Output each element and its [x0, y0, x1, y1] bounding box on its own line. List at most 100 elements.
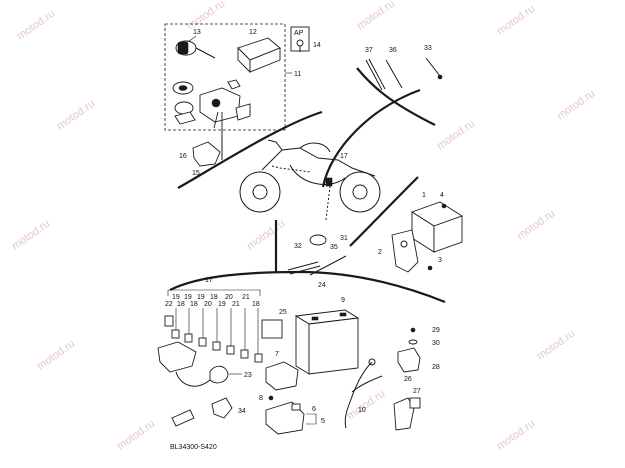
callout-18c: 18	[190, 301, 198, 308]
module-front	[249, 47, 281, 73]
watermark: motod.ru	[495, 3, 537, 38]
group-line-ignition	[177, 110, 323, 189]
watermark: motod.ru	[535, 328, 577, 363]
bracket-hole	[400, 240, 408, 248]
cap-hole	[178, 85, 188, 91]
band-35	[309, 255, 347, 276]
cable-tie-37	[365, 59, 383, 91]
watermark: motod.ru	[115, 418, 157, 453]
callout-16: 16	[179, 153, 187, 160]
callout-23: 23	[244, 372, 252, 379]
callout-3: 3	[438, 257, 442, 264]
main-switch	[199, 87, 241, 123]
harness-block	[325, 177, 333, 187]
callout-27: 27	[413, 388, 421, 395]
fuse	[240, 349, 249, 359]
callout-31: 31	[340, 235, 348, 242]
fuse	[198, 337, 207, 347]
callout-6: 6	[312, 406, 316, 413]
handlebar	[267, 139, 283, 151]
callout-7: 7	[275, 351, 279, 358]
group-line-lower	[169, 270, 446, 304]
battery-terminal	[339, 312, 347, 317]
callout-14: 14	[313, 42, 321, 49]
fuse	[212, 341, 221, 351]
callout-13: 13	[193, 29, 201, 36]
callout-19: 19	[172, 294, 180, 301]
coupler	[171, 409, 195, 427]
front-hub	[252, 184, 268, 200]
dashed-box	[164, 23, 286, 131]
watermark: motod.ru	[35, 338, 77, 373]
ignition-set-box: 11	[164, 23, 301, 131]
watermark: motod.ru	[55, 98, 97, 133]
battery-side	[295, 315, 310, 375]
ap-box: AP 14	[290, 26, 321, 52]
callout-26: 26	[404, 376, 412, 383]
watermark-layer: motod.ru motod.ru motod.ru motod.ru moto…	[10, 0, 597, 452]
leader	[306, 413, 317, 425]
cdi-front	[433, 215, 463, 253]
callout-22: 22	[165, 301, 173, 308]
callout-35: 35	[330, 244, 338, 251]
leader	[187, 35, 197, 43]
callout-2: 2	[378, 249, 382, 256]
bracket-piece	[174, 111, 196, 125]
callout-33: 33	[424, 45, 432, 52]
bolt-head	[437, 74, 443, 80]
fuse-holder	[164, 315, 174, 327]
relay-27	[409, 397, 421, 409]
callout-17: 17	[340, 153, 348, 160]
watermark: motod.ru	[10, 218, 52, 253]
callout-12: 12	[249, 29, 257, 36]
watermark: motod.ru	[15, 8, 57, 43]
battery-terminal	[311, 316, 319, 321]
callout-21: 21	[242, 294, 250, 301]
fuel-tank	[299, 142, 331, 153]
rear-hub	[352, 184, 368, 200]
watermark: motod.ru	[515, 208, 557, 243]
fuse	[184, 333, 193, 343]
callout-1: 1	[422, 192, 426, 199]
relay-23	[209, 365, 229, 384]
switch-connector	[235, 103, 251, 121]
band-32b	[289, 265, 321, 275]
callout-18d: 18	[252, 301, 260, 308]
bolt-3	[427, 265, 433, 271]
callout-37: 37	[365, 47, 373, 54]
relay-bracket	[192, 141, 221, 167]
callout-19b: 19	[184, 294, 192, 301]
fuse-bracket	[167, 289, 261, 296]
fuse	[171, 329, 180, 339]
callout-32: 32	[294, 243, 302, 250]
cable-branch	[351, 375, 383, 393]
callout-4: 4	[440, 192, 444, 199]
callout-10: 10	[358, 407, 366, 414]
watermark: motod.ru	[435, 118, 477, 153]
fuse	[254, 353, 263, 363]
rear-wheel	[339, 171, 381, 213]
harness-drop	[325, 185, 331, 221]
bolt-33	[425, 57, 441, 77]
diagram-code: BL34300-S420	[170, 444, 217, 451]
flasher-28	[397, 347, 421, 373]
fuse-6	[291, 403, 301, 411]
fuse-box	[157, 341, 197, 373]
lock-shaft	[195, 47, 216, 59]
callout-25: 25	[279, 309, 287, 316]
callout-19d: 19	[218, 301, 226, 308]
cable-tie-37b	[368, 58, 386, 90]
relay-26	[393, 397, 415, 431]
harness-dashed	[271, 165, 311, 173]
bolt-29	[410, 327, 416, 333]
lock-body	[177, 41, 189, 55]
cdi-parts: 1 4 2 3	[378, 192, 464, 273]
mid-parts: 31 32 35 24	[287, 234, 348, 289]
bolt-4	[441, 203, 447, 209]
lower-parts: 17 22 19 19 19 18 20 21 18 18 20 19 21 1…	[157, 277, 440, 435]
engine	[289, 164, 346, 185]
callout-24: 24	[318, 282, 326, 289]
grommet-31	[309, 234, 327, 246]
callout-20: 20	[225, 294, 233, 301]
